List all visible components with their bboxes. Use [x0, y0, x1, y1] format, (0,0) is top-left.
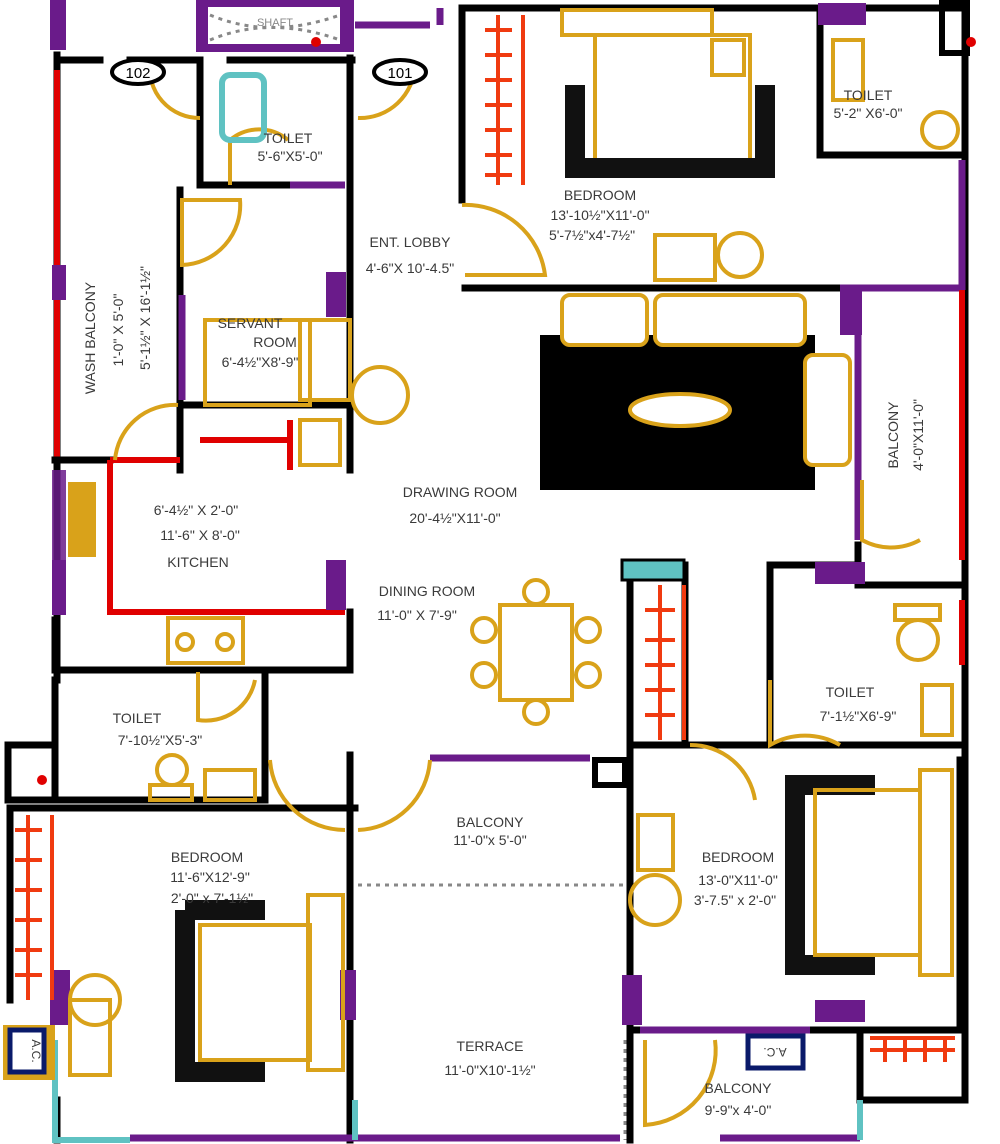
shower-tray: [219, 72, 267, 143]
room-name: TERRACE: [457, 1038, 524, 1054]
room-size: 5'-1½" X 16'-1½": [137, 266, 153, 370]
room-size: 4'-6"X 10'-4.5": [366, 260, 454, 276]
room-name: DRAWING ROOM: [403, 484, 518, 500]
left-bed: [68, 893, 345, 1082]
room-size: 11'-6" X 8'-0": [160, 527, 240, 543]
room-size: 6'-4½"X8'-9": [222, 354, 299, 370]
door-number: 102: [125, 65, 150, 82]
right-bed: [628, 768, 954, 977]
room-name: BALCONY: [457, 814, 525, 830]
walls: [4, 0, 976, 1144]
ac-label: A.C.: [763, 1045, 786, 1059]
room-name: BEDROOM: [702, 849, 774, 865]
room-name: BALCONY: [885, 401, 901, 469]
room-size: 11'-6"X12'-9": [170, 869, 250, 885]
room-name: WASH BALCONY: [82, 281, 98, 394]
dining-table: [470, 578, 602, 726]
room-size: 9'-9"x 4'-0": [705, 1102, 772, 1118]
room-name: SERVANT: [218, 315, 283, 331]
room-size: 7'-10½"X5'-3": [118, 732, 203, 748]
room-name: TOILET: [826, 684, 875, 700]
desk: [653, 233, 717, 282]
room-name: ROOM: [253, 334, 297, 350]
room-name: BEDROOM: [171, 849, 243, 865]
room-labels: SHAFT TOILET 5'-6"X5'-0" ENT. LOBBY 4'-6…: [82, 17, 926, 1118]
chair: [716, 231, 764, 279]
room-name: DINING ROOM: [379, 583, 475, 599]
door-tag-101: 101: [372, 58, 428, 86]
ac-unit-left: A.C.: [3, 1025, 55, 1080]
room-size: 11'-0"x 5'-0": [453, 832, 526, 848]
room-size: 4'-0"X11'-0": [910, 399, 926, 471]
room-size: 11'-0" X 7'-9": [377, 607, 457, 623]
servant-bed: [203, 318, 312, 407]
room-size: 13'-10½"X11'-0": [550, 207, 649, 223]
room-size: 5'-2" X6'-0": [834, 105, 903, 121]
door-swings: [113, 61, 921, 1128]
room-size: 20'-4½"X11'-0": [409, 510, 500, 526]
room-size: 1'-0" X 5'-0": [110, 294, 126, 367]
room-size: 7'-1½"X6'-9": [820, 708, 897, 724]
room-name: TOILET: [113, 710, 162, 726]
ac-unit-right: A.C.: [745, 1033, 806, 1071]
room-name: BEDROOM: [564, 187, 636, 203]
shaft-label: SHAFT: [257, 17, 293, 29]
door-number: 101: [387, 65, 412, 82]
furniture: [15, 8, 960, 1082]
room-name: ENT. LOBBY: [370, 234, 452, 250]
room-name: KITCHEN: [167, 554, 228, 570]
room-size: 13'-0"X11'-0": [698, 872, 778, 888]
door-tag-102: 102: [110, 58, 166, 86]
room-name: BALCONY: [705, 1080, 773, 1096]
room-size: 5'-7½"x4'-7½": [549, 227, 635, 243]
room-name: TOILET: [264, 130, 313, 146]
sink: [68, 482, 96, 557]
living-set: [540, 293, 852, 490]
master-bed: [560, 8, 775, 178]
room-name: TOILET: [844, 87, 893, 103]
room-size: 2'-0" x 7'-1½": [171, 890, 253, 906]
room-size: 6'-4½" X 2'-0": [154, 502, 239, 518]
room-size: 11'-0"X10'-1½": [444, 1062, 535, 1078]
ac-label: A.C.: [29, 1039, 43, 1062]
stove: [166, 616, 245, 665]
room-size: 5'-6"X5'-0": [257, 148, 322, 164]
room-size: 3'-7.5" x 2'-0": [694, 892, 776, 908]
wardrobe-hangers: [15, 15, 955, 1062]
